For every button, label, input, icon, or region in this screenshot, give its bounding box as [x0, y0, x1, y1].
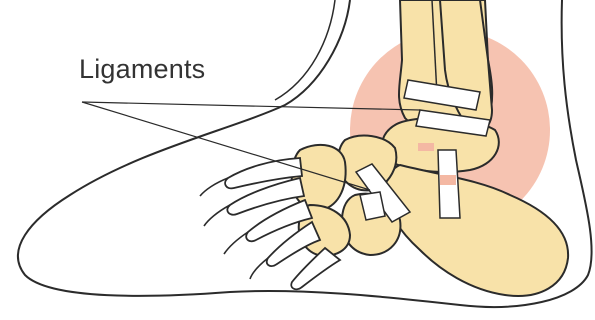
calcaneus-bone — [385, 165, 568, 296]
torn-ligament-marker — [440, 175, 456, 185]
torn-ligament-marker-2 — [418, 143, 434, 151]
foot-skin-inner-line — [275, 0, 335, 100]
ligaments-callout-label: Ligaments — [79, 56, 205, 83]
